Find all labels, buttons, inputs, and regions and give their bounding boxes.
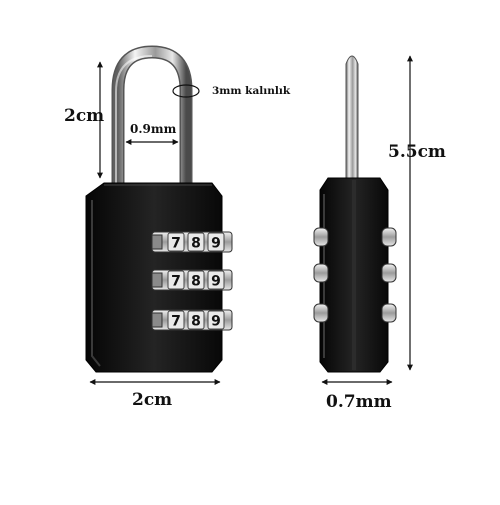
shackle-height-label: 2cm: [64, 106, 105, 126]
dial-wheel[interactable]: [187, 270, 205, 290]
dial-wheel[interactable]: [167, 270, 185, 290]
dial-digit: 8: [191, 236, 201, 252]
side-wheel: [313, 227, 329, 247]
side-wheel: [381, 227, 397, 247]
total-height-label: 5.5cm: [388, 142, 446, 162]
shackle-front: [111, 45, 193, 190]
shackle-side: [345, 55, 359, 191]
dial-wheel[interactable]: [187, 310, 205, 330]
shackle-thickness-label: 3mm kalınlık: [212, 85, 291, 97]
side-dial-wheels: [313, 227, 397, 323]
dial-wheel[interactable]: [167, 310, 185, 330]
dial-digit: 7: [171, 236, 181, 252]
side-wheel: [313, 303, 329, 323]
side-wheel: [381, 303, 397, 323]
body-depth-label: 0.7mm: [326, 392, 392, 412]
dial-digit: 8: [191, 314, 201, 330]
dial-digit: 9: [211, 314, 221, 330]
side-view: [313, 55, 397, 373]
dial-digit: 9: [211, 274, 221, 290]
shackle-gap-label: 0.9mm: [130, 122, 177, 136]
dial-wheel[interactable]: [207, 270, 225, 290]
dimension-lines: [89, 55, 413, 385]
dial-wheel[interactable]: [207, 310, 225, 330]
dial-wheel[interactable]: [187, 232, 205, 252]
body-width-label: 2cm: [132, 390, 173, 410]
dial-digit: 9: [211, 236, 221, 252]
dial-digit: 8: [191, 274, 201, 290]
dial-wheel[interactable]: [167, 232, 185, 252]
dial-digit: 7: [171, 274, 181, 290]
dial-digit: 7: [171, 314, 181, 330]
dial-wheel[interactable]: [207, 232, 225, 252]
side-wheel: [313, 263, 329, 283]
side-wheel: [381, 263, 397, 283]
